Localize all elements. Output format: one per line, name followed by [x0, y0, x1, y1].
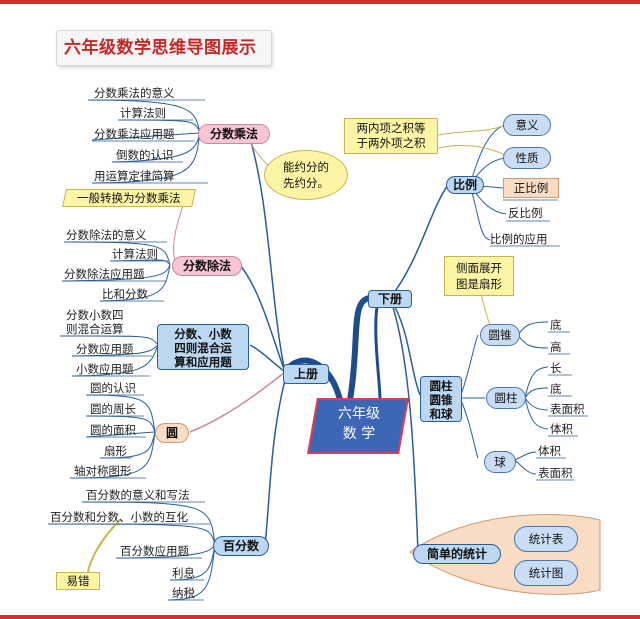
circle-item: 圆的面积 [90, 423, 136, 437]
cylinder-item: 表面积 [550, 402, 585, 416]
cylinder-item: 体积 [550, 422, 573, 436]
ratio-item-box: 正比例 [503, 178, 559, 198]
mixed-item: 小数应用题 [76, 362, 134, 376]
percent-item: 利息 [172, 566, 195, 580]
multiply-item: 分数乘法的意义 [94, 86, 175, 100]
mixed-item: 分数应用题 [76, 342, 134, 356]
circle-item: 轴对称图形 [74, 464, 132, 478]
cylinder-item: 底 [550, 382, 562, 396]
ratio-note-box: 两内项之积等 于两外项之积 [344, 118, 438, 154]
multiply-item: 用运算定律简算 [94, 169, 175, 183]
ratio-item-cloud: 意义 [503, 114, 551, 136]
percent-item: 百分数应用题 [120, 544, 189, 558]
ratio-item-cloud: 性质 [503, 147, 551, 169]
ratio-node: 比例 [446, 176, 484, 194]
circle-item: 扇形 [104, 444, 127, 458]
ratio-item: 反比例 [508, 206, 543, 220]
percent-item: 百分数的意义和写法 [86, 488, 190, 502]
multiply-item: 计算法则 [120, 106, 166, 120]
circle-node: 圆 [155, 423, 189, 443]
cylinder-node: 圆柱 [486, 387, 526, 409]
center-label: 六年级 数 学 [338, 406, 380, 442]
sphere-node: 球 [484, 451, 516, 473]
divide-note-banner: 一般转换为分数乘法 [62, 189, 196, 207]
divide-item: 分数除法应用题 [64, 267, 145, 281]
percent-note-tag: 易错 [56, 572, 100, 590]
circle-item: 圆的认识 [90, 381, 136, 395]
divide-item: 比和分数 [102, 287, 148, 301]
solids-node: 圆柱 圆锥 和球 [420, 376, 462, 422]
stats-item-cloud: 统计表 [514, 526, 578, 552]
multiply-item: 分数乘法应用题 [94, 127, 175, 141]
solids-note-box: 侧面展开 图是扇形 [444, 256, 514, 296]
stats-node: 简单的统计 [413, 544, 501, 564]
title-box [56, 30, 272, 66]
sphere-item: 表面积 [538, 466, 573, 480]
lower-volume-node: 下册 [368, 290, 412, 308]
cylinder-item: 长 [550, 361, 562, 375]
cone-item: 底 [550, 318, 562, 332]
multiply-node: 分数乘法 [198, 124, 270, 144]
cone-node: 圆锥 [480, 324, 520, 346]
upper-volume-node: 上册 [283, 364, 329, 384]
mixed-ops-node: 分数、小数 四则混合运 算和应用题 [157, 324, 249, 370]
multiply-item: 倒数的认识 [116, 148, 174, 162]
ratio-item: 比例的应用 [490, 232, 548, 246]
divide-note-text: 一般转换为分数乘法 [77, 191, 181, 205]
percent-item: 百分数和分数、小数的互化 [50, 510, 188, 524]
divide-item: 分数除法的意义 [66, 228, 147, 242]
stats-item-cloud: 统计图 [514, 560, 578, 586]
circle-item: 圆的周长 [90, 402, 136, 416]
cone-item: 高 [550, 340, 562, 354]
percent-node: 百分数 [213, 536, 269, 556]
percent-item: 纳税 [172, 586, 195, 600]
divide-node: 分数除法 [172, 256, 242, 276]
divide-item: 计算法则 [112, 247, 158, 261]
multiply-note-bubble: 能约分的 先约分。 [264, 150, 348, 200]
sphere-item: 体积 [538, 444, 561, 458]
page-title: 六年级数学思维导图展示 [64, 38, 257, 58]
mixed-item: 分数小数四 则混合运算 [66, 308, 124, 336]
